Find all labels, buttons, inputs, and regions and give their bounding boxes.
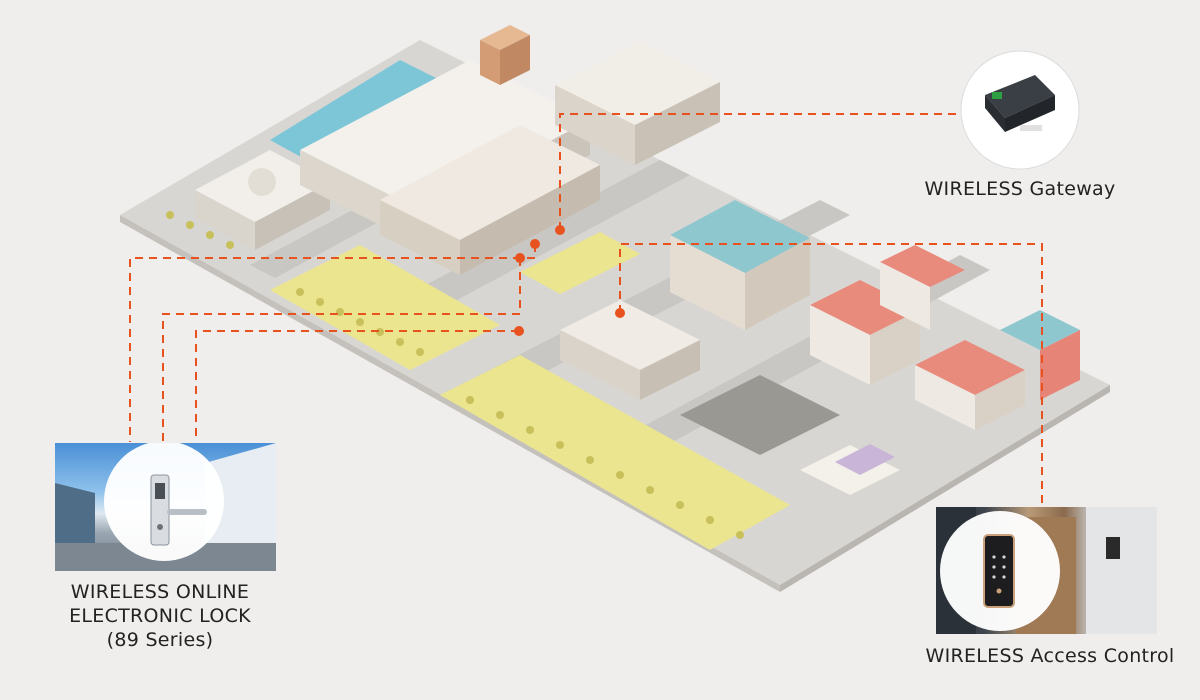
node-dot [514, 326, 524, 336]
connection-lines [129, 113, 1043, 505]
lock-label-line2: ELECTRONIC LOCK [69, 605, 251, 627]
lock-photo [55, 443, 276, 571]
lock-label-line3: (89 Series) [106, 629, 214, 651]
river [270, 60, 440, 162]
electronic-door-lock-icon [150, 474, 207, 546]
access-control-label: WIRELESS Access Control [925, 645, 1175, 667]
node-dot [555, 225, 565, 235]
lock-label-line1: WIRELESS ONLINE [70, 581, 250, 603]
lock-connection-line-3 [195, 330, 519, 442]
gateway-label: WIRELESS Gateway [924, 178, 1116, 200]
connection-nodes [514, 225, 625, 336]
trees [166, 211, 744, 539]
access-control-keypad-icon [983, 534, 1015, 608]
lock-connection-line-2 [162, 258, 521, 442]
lock-label: WIRELESS ONLINE ELECTRONIC LOCK (89 Seri… [30, 580, 290, 652]
node-dot [615, 308, 625, 318]
lock-connection-line-1 [129, 244, 536, 442]
gateway-device-icon [985, 75, 1055, 132]
node-dot [530, 239, 540, 249]
node-dot [515, 253, 525, 263]
park-areas [270, 232, 790, 550]
gateway-device [960, 50, 1080, 170]
access-control-photo [936, 507, 1157, 634]
access-control-connection-line [619, 243, 1043, 505]
buildings [195, 25, 1080, 495]
gateway-connection-line [559, 113, 960, 230]
